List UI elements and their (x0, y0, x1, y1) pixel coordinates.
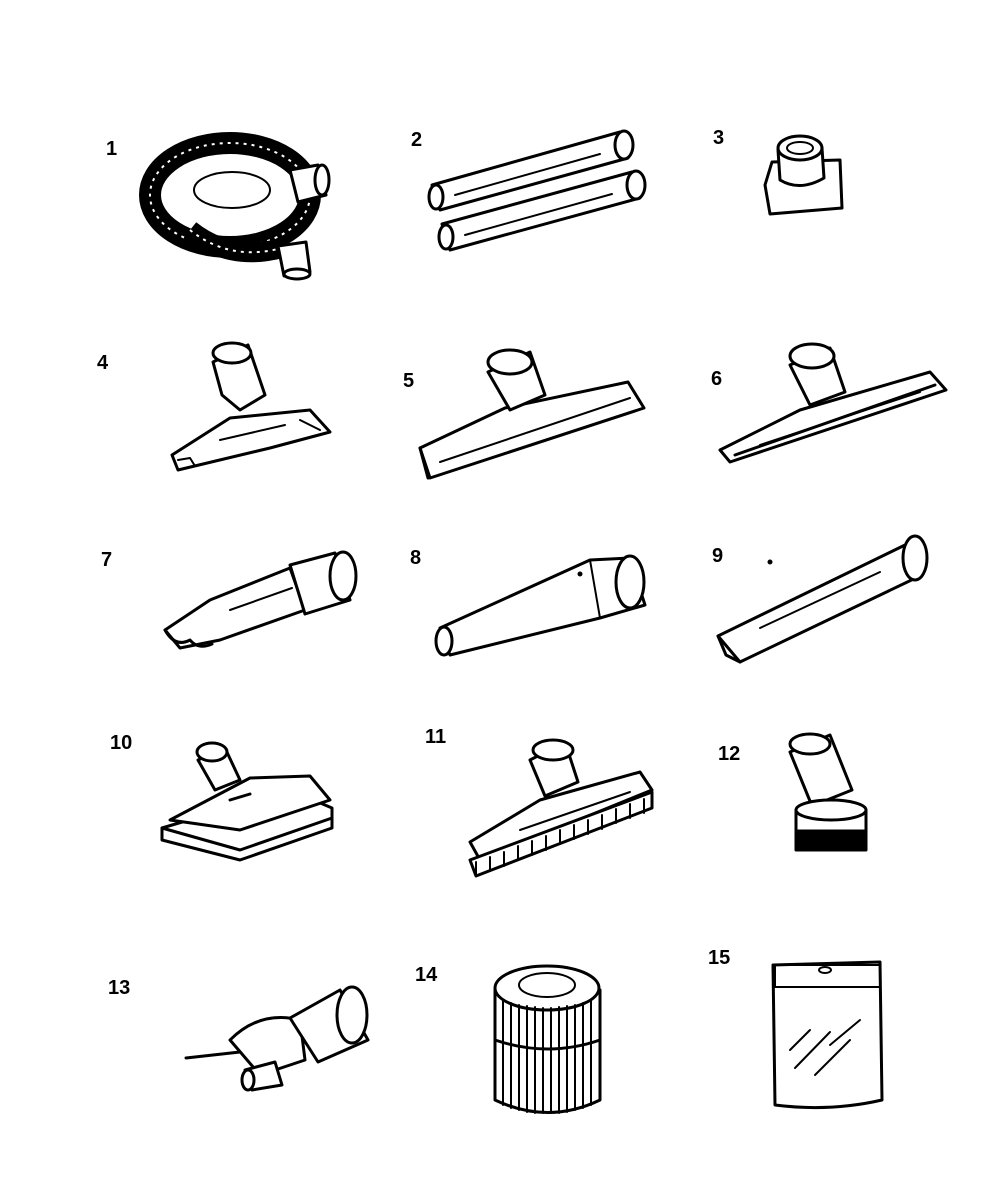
part-number-10: 10 (110, 732, 133, 754)
part-number-4: 4 (97, 352, 109, 374)
part-number-15: 15 (708, 947, 731, 969)
part-number-12: 12 (718, 743, 741, 765)
part-number-8: 8 (410, 547, 422, 569)
part-number-3: 3 (713, 127, 725, 149)
part-number-14: 14 (415, 964, 438, 986)
part-number-11: 11 (425, 726, 447, 748)
part-number-6: 6 (711, 368, 723, 390)
part-number-7: 7 (101, 549, 113, 571)
part-number-1: 1 (106, 138, 118, 160)
part-number-9: 9 (712, 545, 724, 567)
part-number-2: 2 (411, 129, 423, 151)
part-number-5: 5 (403, 370, 415, 392)
part-number-13: 13 (108, 977, 131, 999)
